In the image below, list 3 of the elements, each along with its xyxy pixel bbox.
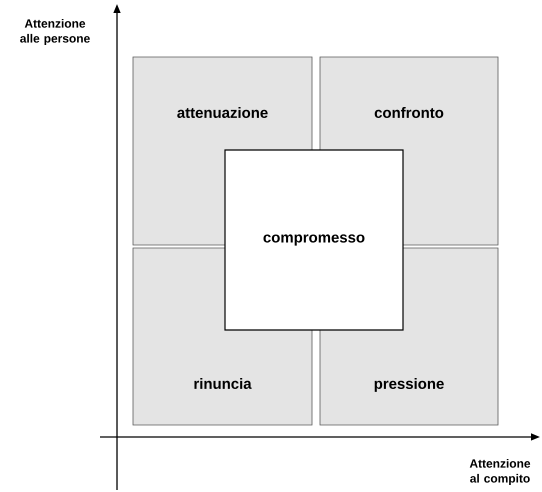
axis-label: Attenzione alle persone: [20, 18, 90, 46]
quadrant-box: compromesso: [224, 149, 404, 331]
axis-label: Attenzione al compito: [470, 458, 530, 486]
